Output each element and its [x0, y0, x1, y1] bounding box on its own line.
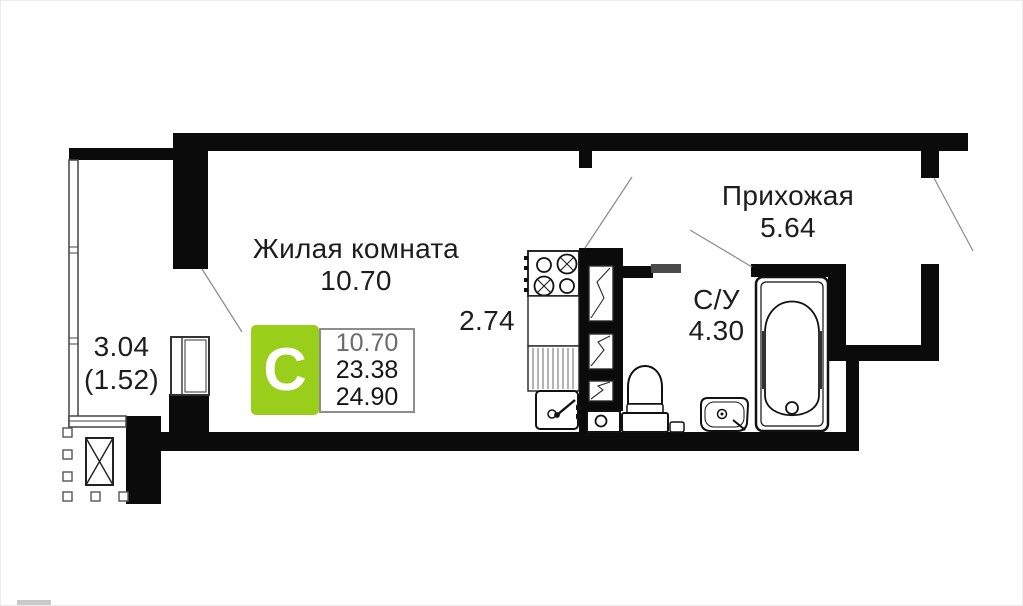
faucet-knob: [576, 414, 581, 419]
shaft-compartment: [588, 265, 614, 322]
slab-post: [62, 491, 73, 502]
washing-machine-icon: [586, 410, 621, 433]
bathtub-grip: [762, 331, 766, 389]
ventilation-shaft-icon: [588, 265, 614, 402]
room-width-dimension: 2.74: [459, 305, 515, 336]
slab-post: [62, 427, 73, 438]
balcony-glazing-icon: [68, 159, 127, 428]
basin-tap: [732, 419, 745, 430]
crossed-box-icon: [85, 437, 114, 486]
wall: [173, 133, 968, 151]
walls: [17, 133, 968, 605]
living-room-label: Жилая комната 10.70: [226, 233, 486, 297]
wall: [589, 401, 623, 411]
window-icon: [170, 336, 210, 396]
room-area: 4.30: [688, 315, 745, 346]
room-name: Прихожая: [721, 180, 855, 211]
room-name: Жилая комната: [252, 233, 460, 264]
area-summary-panel: 10.70 23.38 24.90: [319, 328, 415, 413]
basin-tap-tip: [742, 427, 746, 431]
shaft-hatch: [590, 267, 611, 319]
slab-post: [62, 471, 73, 482]
apartment-type-badge: С: [251, 325, 319, 415]
entry-door-line: [933, 177, 974, 252]
balcony-door-line: [201, 268, 243, 333]
counter: [527, 295, 580, 347]
wall: [846, 361, 859, 451]
washer-drum: [594, 414, 608, 428]
room-door-line: [584, 176, 633, 249]
stove-knob: [524, 256, 528, 260]
balcony-label: 3.04 (1.52): [39, 330, 204, 396]
shaft-hatch: [590, 335, 611, 367]
wall: [69, 148, 173, 160]
slab-post: [118, 491, 129, 502]
room-name: С/У: [693, 284, 740, 315]
burner: [559, 278, 575, 294]
window-pane: [184, 339, 207, 393]
burner-spoke: [559, 256, 575, 272]
slab-post: [62, 449, 73, 460]
stove-knob: [524, 288, 528, 292]
toilet-icon: [621, 365, 685, 433]
basin-drain-dot: [720, 412, 724, 416]
wash-basin-icon: [700, 397, 750, 432]
wall: [921, 264, 939, 361]
burner-spoke: [536, 278, 552, 294]
bathtub-icon: [754, 275, 830, 433]
shaft-hatch: [590, 381, 611, 400]
room-area: 5.64: [760, 212, 816, 243]
wall: [589, 321, 613, 334]
hallway-label: Прихожая 5.64: [659, 180, 917, 244]
drainer: [527, 345, 580, 392]
bathroom-door-line: [689, 229, 753, 268]
room-area: 10.70: [320, 265, 392, 296]
wall: [651, 264, 681, 273]
balcony-area-coefficient: (1.52): [84, 364, 159, 395]
living-area-value: 10.70: [335, 329, 399, 357]
toilet-bowl: [627, 365, 663, 405]
bathroom-label: С/У 4.30: [649, 284, 784, 346]
floor-box: [669, 421, 685, 433]
wall: [846, 345, 939, 361]
wall: [828, 264, 846, 361]
toilet-tank: [621, 412, 669, 433]
burner: [536, 257, 552, 273]
sink-faucet-tip: [554, 412, 560, 418]
wall: [126, 416, 161, 504]
wall: [159, 432, 848, 451]
kitchen-sink-icon: [535, 390, 581, 430]
faucet-knob: [576, 405, 581, 410]
wall: [173, 133, 208, 269]
wall: [169, 394, 209, 434]
bathtub-grip: [818, 331, 822, 389]
wall: [579, 151, 592, 168]
balcony-slab-posts: [62, 427, 129, 502]
neighbor-fragment: [17, 600, 51, 605]
balcony-area: 3.04: [93, 331, 150, 362]
sink-bowl: [535, 390, 579, 430]
stove-icon: [524, 250, 580, 297]
crossed-box-diagonal: [85, 437, 114, 486]
wall: [589, 369, 613, 381]
slab-post: [90, 491, 101, 502]
sink-faucet: [556, 399, 576, 416]
wall: [579, 248, 623, 266]
wall: [921, 151, 939, 178]
total-area-value: 24.90: [335, 383, 399, 411]
wall: [751, 264, 846, 277]
stove-knob: [524, 266, 528, 270]
stove-knob: [524, 278, 528, 282]
bathtub-drain: [785, 401, 799, 415]
door-lines: [201, 176, 974, 333]
wall: [613, 266, 623, 406]
area-value: 23.38: [335, 356, 399, 384]
kitchen-counter-icon: [527, 295, 580, 392]
